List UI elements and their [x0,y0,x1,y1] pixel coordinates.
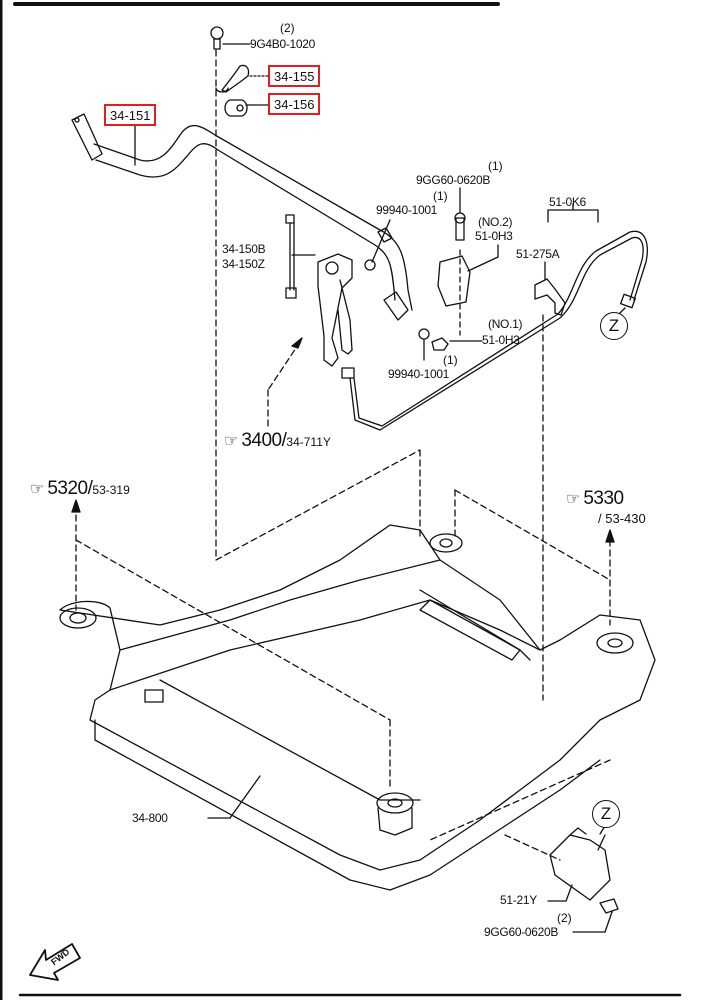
pointing-hand-icon: ☞ [30,481,45,498]
label-34-150z[interactable]: 34-150Z [222,257,265,271]
qty-99940-top: (1) [433,189,448,203]
stabilizer-bar [71,113,413,321]
bushing-34-156 [224,99,248,117]
ref-5330[interactable]: ☞5330 [566,488,624,509]
label-99940-1001-top[interactable]: 99940-1001 [376,203,438,217]
pointing-hand-icon: ☞ [224,433,239,450]
label-9gg60-0620b-top[interactable]: 9GG60-0620B [416,173,491,187]
stabilizer-link [285,214,316,299]
label-51-275a[interactable]: 51-275A [516,247,560,261]
label-51-0h3-no2[interactable]: 51-0H3 [475,229,513,243]
label-9g4b0-1020[interactable]: 9G4B0-1020 [250,37,316,51]
bolt-top [210,26,251,50]
qty-9gg60-bottom: (2) [557,911,572,925]
label-34-155-highlighted[interactable]: 34-155 [268,65,321,87]
pointing-hand-icon: ☞ [566,491,581,508]
label-34-800[interactable]: 34-800 [132,811,168,825]
qty-51-0h3-no1: (NO.1) [488,317,523,331]
label-9gg60-0620b-bottom[interactable]: 9GG60-0620B [484,925,559,939]
detail-marker-z-top[interactable]: Z [600,312,628,340]
ref-5320[interactable]: ☞5320/53-319 [30,478,130,499]
ref-5330-part[interactable]: / 53-430 [598,511,646,526]
label-51-0k6[interactable]: 51-0K6 [549,195,586,209]
label-34-151-highlighted[interactable]: 34-151 [104,104,157,126]
label-34-156-highlighted[interactable]: 34-156 [268,93,321,115]
qty-9gg60-top: (1) [488,159,503,173]
ref-3400[interactable]: ☞3400/34-711Y [224,430,331,451]
label-34-150b[interactable]: 34-150B [222,242,266,256]
qty-9g4b0: (2) [280,21,295,35]
qty-51-0h3-no2: (NO.2) [478,215,513,229]
label-99940-1001-bottom[interactable]: 99940-1001 [388,367,450,381]
steering-knuckle [317,253,353,367]
label-51-21y[interactable]: 51-21Y [500,893,537,907]
bracket-34-155 [215,64,250,93]
fwd-arrow [29,943,81,981]
qty-99940-bottom: (1) [443,353,458,367]
label-51-0h3-no1[interactable]: 51-0H3 [482,333,520,347]
sensor-cable [349,236,644,431]
bracket-51-21Y [549,827,619,914]
crossmember [59,524,656,891]
detail-marker-z-bottom[interactable]: Z [592,800,620,828]
